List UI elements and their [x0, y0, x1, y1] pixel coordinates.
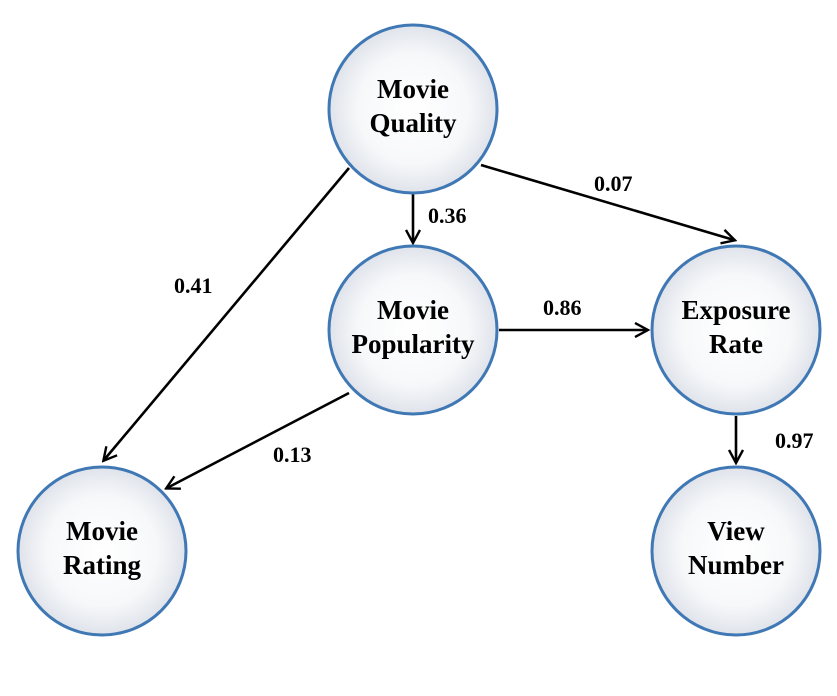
node-label-quality-line-1: Movie	[377, 74, 449, 104]
node-label-rating-line-2: Rating	[63, 550, 142, 580]
node-label-view-line-2: Number	[688, 550, 784, 580]
node-label-popularity-line-1: Movie	[377, 295, 449, 325]
node-circle-quality	[327, 23, 499, 195]
arrow-quality-to-exposure	[480, 163, 734, 240]
node-circle-view	[650, 465, 822, 637]
nodes-layer: MovieQualityMoviePopularityExposureRateM…	[16, 23, 822, 637]
weight-label-exposure-to-view: 0.97	[775, 428, 814, 453]
weight-label-popularity-to-exposure: 0.86	[543, 295, 582, 320]
node-circle-popularity	[327, 244, 499, 416]
weight-label-quality-to-rating: 0.41	[174, 273, 213, 298]
node-label-exposure-line-1: Exposure	[681, 295, 790, 325]
weight-label-quality-to-exposure: 0.07	[594, 171, 633, 196]
node-label-quality-line-2: Quality	[369, 108, 457, 138]
edges-layer: 0.36 0.07 0.41 0.86 0.13 0.97	[104, 163, 814, 488]
weight-label-popularity-to-rating: 0.13	[273, 442, 312, 467]
arrow-quality-to-rating	[104, 167, 350, 460]
node-label-rating-line-1: Movie	[66, 516, 138, 546]
node-circle-rating	[16, 465, 188, 637]
arrow-popularity-to-rating	[167, 391, 350, 488]
node-circle-exposure	[650, 244, 822, 416]
node-label-popularity-line-2: Popularity	[351, 329, 475, 359]
node-label-view-line-1: View	[707, 516, 765, 546]
node-label-exposure-line-2: Rate	[709, 329, 763, 359]
weight-label-quality-to-popularity: 0.36	[428, 203, 467, 228]
